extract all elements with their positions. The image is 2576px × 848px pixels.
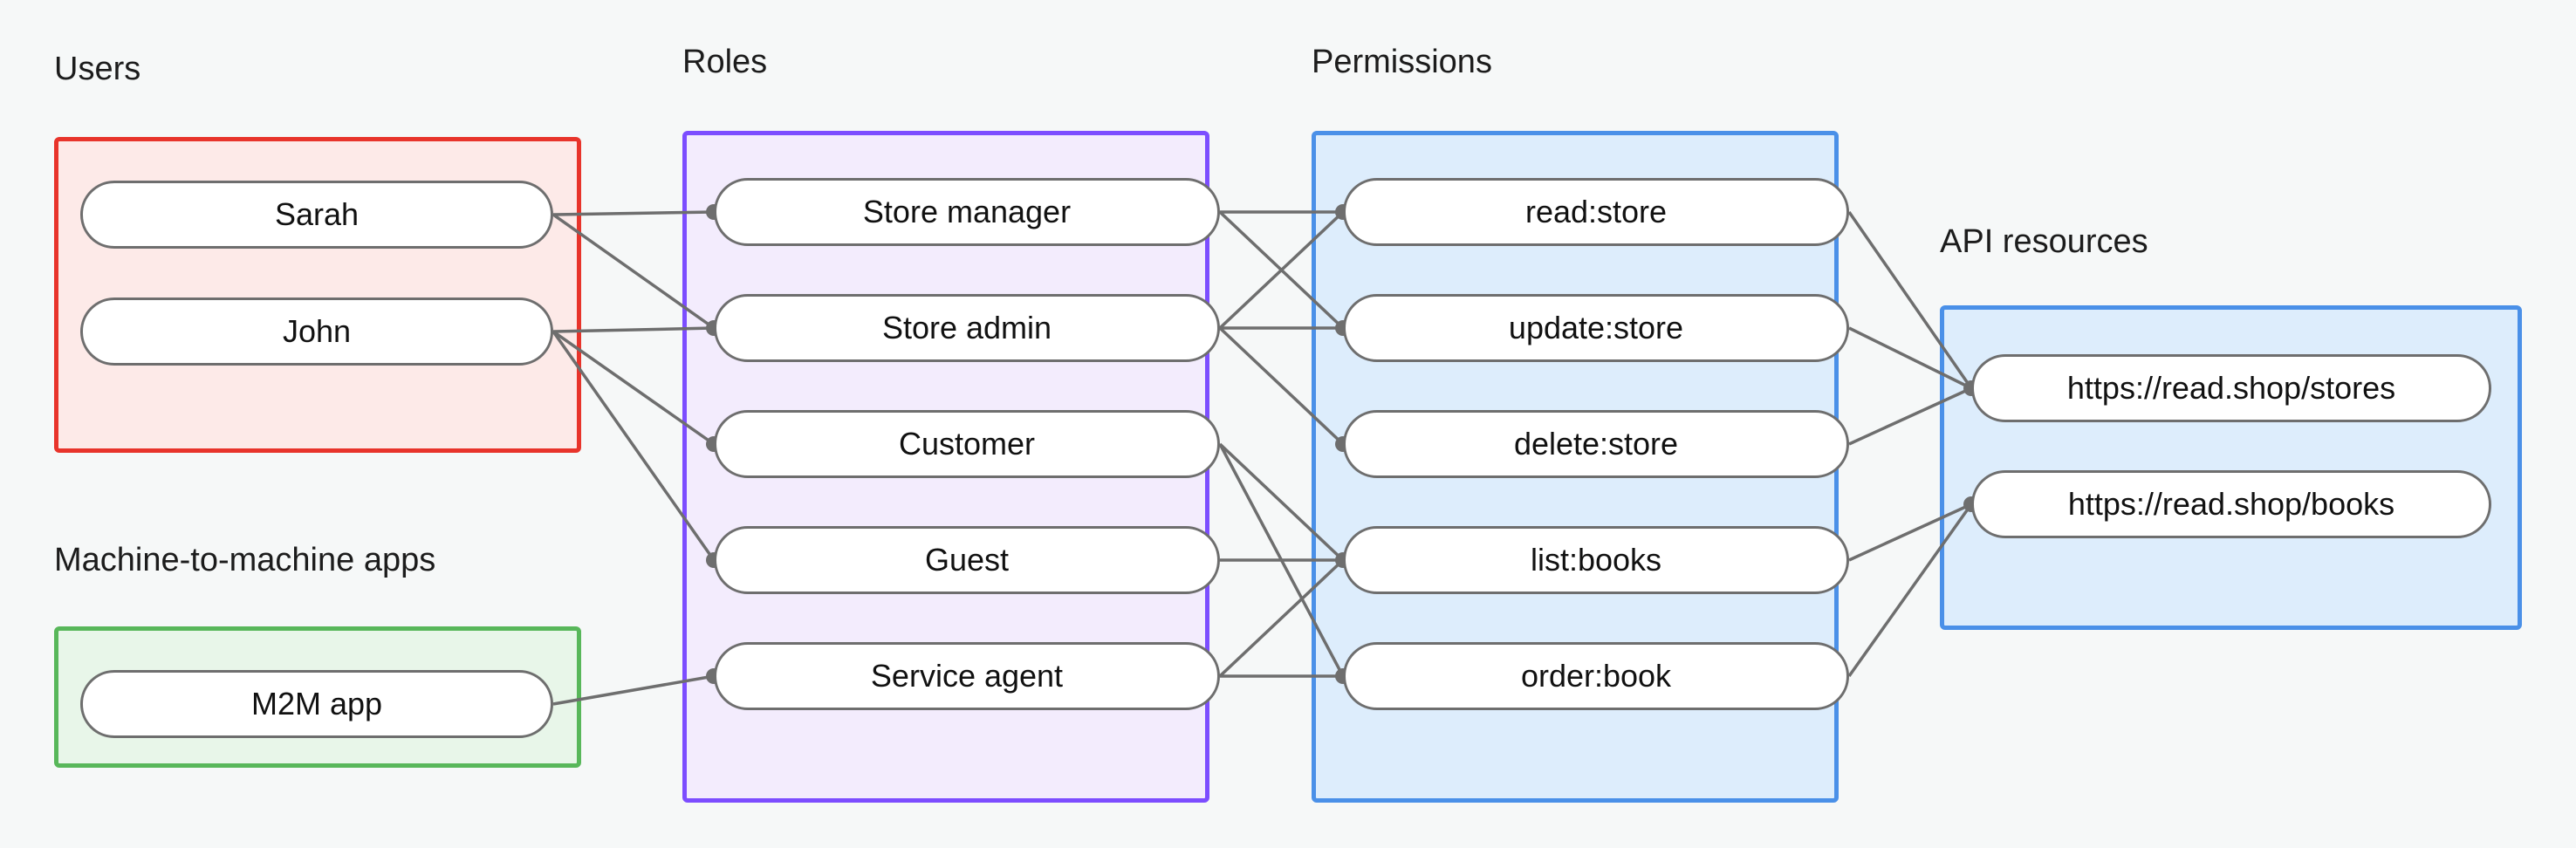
- group-title-roles: Roles: [682, 44, 768, 80]
- group-title-users: Users: [54, 51, 141, 87]
- node-api-resource-books[interactable]: https://read.shop/books: [1971, 470, 2491, 538]
- edge-customer-list-books: [1218, 442, 1345, 562]
- node-permission-read-store[interactable]: read:store: [1343, 178, 1849, 246]
- node-permission-delete-store[interactable]: delete:store: [1343, 410, 1849, 478]
- node-api-resource-stores[interactable]: https://read.shop/stores: [1971, 354, 2491, 422]
- edge-m2mapp-service-agent: [552, 674, 715, 706]
- edge-read-store-res-stores: [1847, 211, 1973, 389]
- node-m2m-app[interactable]: M2M app: [80, 670, 553, 738]
- edge-delete-store-res-stores: [1848, 386, 1972, 446]
- edge-service-agent-list-books: [1218, 558, 1345, 678]
- edge-update-store-res-stores: [1848, 326, 1972, 390]
- group-title-m2m: Machine-to-machine apps: [54, 542, 436, 578]
- group-title-api-resources: API resources: [1940, 223, 2148, 260]
- group-title-permissions: Permissions: [1312, 44, 1492, 80]
- edge-order-book-res-books: [1847, 503, 1973, 678]
- node-permission-order-book[interactable]: order:book: [1343, 642, 1849, 710]
- node-role-guest[interactable]: Guest: [714, 526, 1220, 594]
- edge-list-books-res-books: [1848, 503, 1972, 562]
- node-role-store-admin[interactable]: Store admin: [714, 294, 1220, 362]
- edge-john-customer: [552, 330, 716, 446]
- node-role-store-manager[interactable]: Store manager: [714, 178, 1220, 246]
- node-user-john[interactable]: John: [80, 297, 553, 366]
- edge-store-admin-read-store: [1218, 210, 1345, 330]
- node-user-sarah[interactable]: Sarah: [80, 181, 553, 249]
- edge-john-guest: [552, 330, 716, 562]
- edge-sarah-store-admin: [552, 213, 716, 330]
- edge-sarah-store-manager: [552, 210, 715, 216]
- edge-store-admin-delete-store: [1218, 326, 1345, 446]
- node-permission-list-books[interactable]: list:books: [1343, 526, 1849, 594]
- node-permission-update-store[interactable]: update:store: [1343, 294, 1849, 362]
- node-role-customer[interactable]: Customer: [714, 410, 1220, 478]
- node-role-service-agent[interactable]: Service agent: [714, 642, 1220, 710]
- edge-john-store-admin: [552, 326, 715, 333]
